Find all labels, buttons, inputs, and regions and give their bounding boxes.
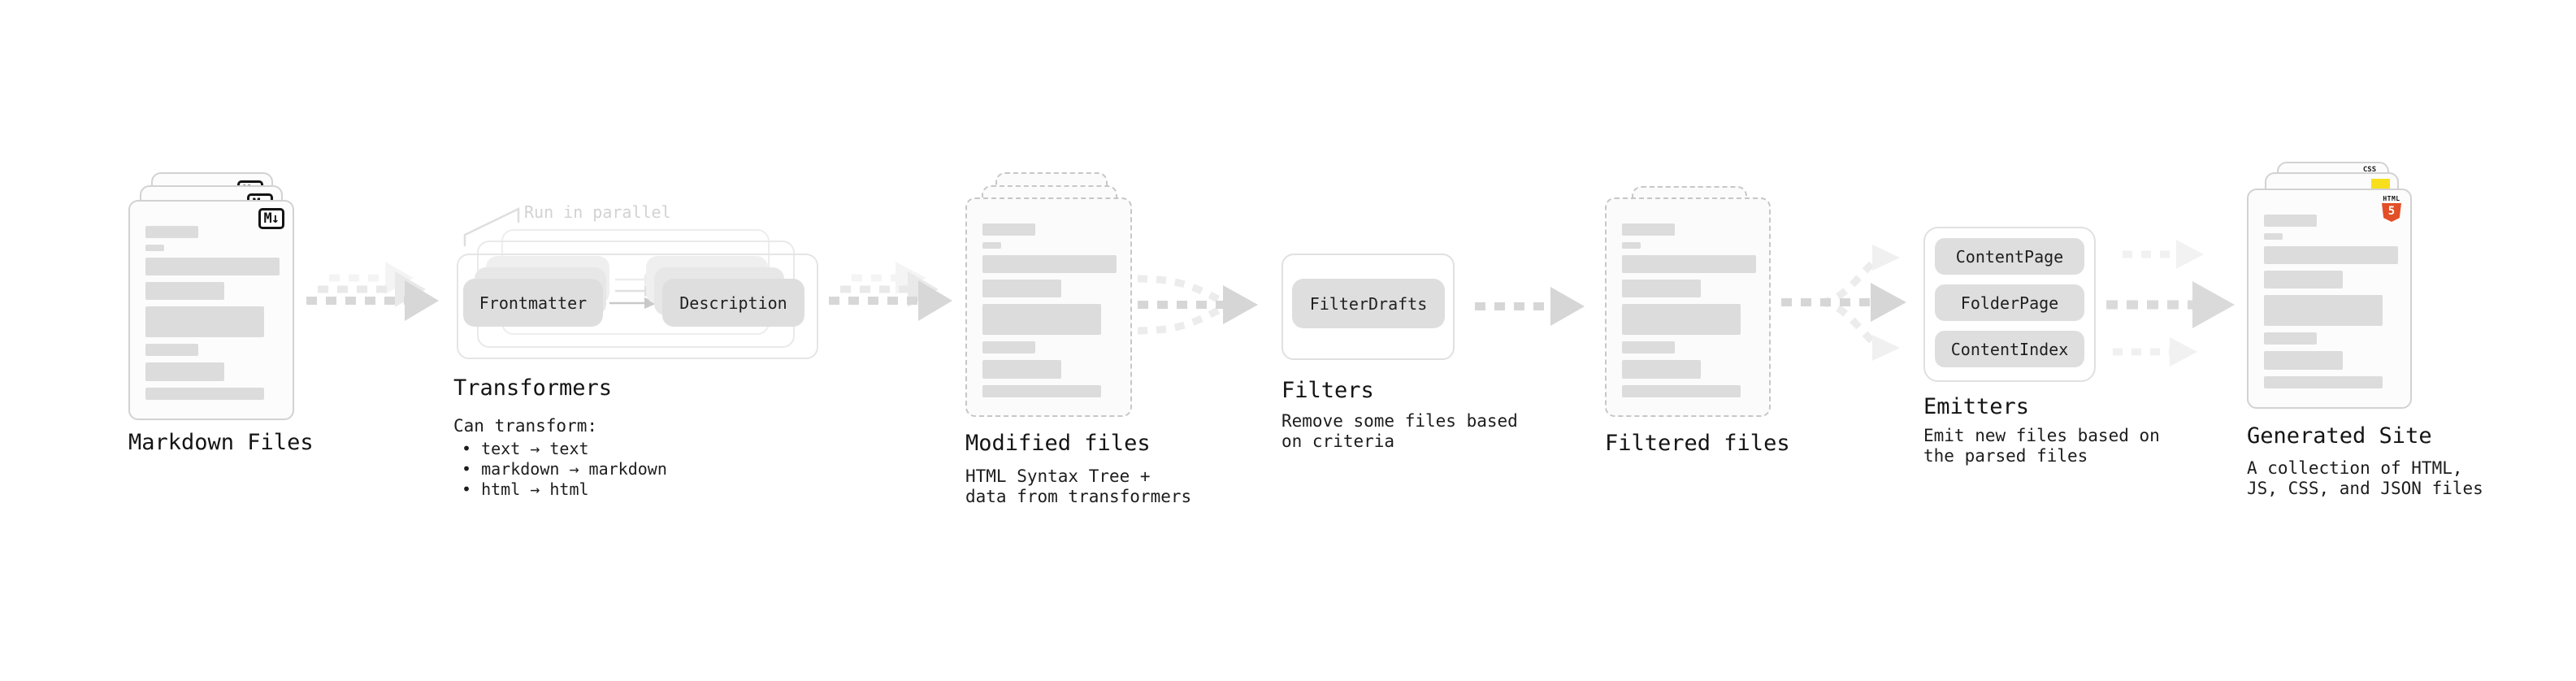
station-desc: Remove some files based [1281,411,1518,431]
placeholder-line [1622,223,1675,236]
station-desc-title: Can transform: [453,416,598,436]
placeholder-line [145,362,224,381]
pill-filterdrafts: FilterDrafts [1292,279,1445,328]
placeholder-line [2264,376,2383,388]
pill-folderpage: FolderPage [1935,284,2084,321]
arrow-modified-to-filters [1137,275,1258,335]
station-label: Markdown Files [128,430,314,455]
station-desc: JS, CSS, and JSON files [2247,479,2483,498]
placeholder-line [1622,255,1756,273]
placeholder-line [1622,385,1741,397]
placeholder-line [982,385,1101,397]
arrow-emitters-to-generated [2106,240,2235,367]
bullet-item: • markdown → markdown [462,459,667,479]
transformer-box-front [457,254,818,359]
placeholder-line [145,282,224,300]
station-label: Emitters [1923,394,2030,419]
arrow-markdown-to-transformers [306,262,439,321]
placeholder-line [982,360,1061,379]
placeholder-line [982,255,1117,273]
placeholder-line [1622,280,1701,297]
pill-description: Description [662,279,804,327]
placeholder-line [145,388,264,400]
placeholder-line [1622,341,1675,354]
file-card-html: HTML 5 [2247,189,2412,409]
station-desc: Emit new files based on [1923,426,2160,445]
station-label: Transformers [453,375,613,401]
placeholder-line [145,258,280,275]
arrow-transformers-to-modified [829,262,952,321]
emitters-box [1923,227,2096,382]
placeholder-line [145,344,198,356]
station-label: Filtered files [1605,431,1790,456]
pill-contentindex: ContentIndex [1935,331,2084,367]
filters-box [1281,254,1455,360]
arrow-filters-to-filtered [1475,287,1585,326]
placeholder-line [2264,332,2317,345]
station-desc: the parsed files [1923,446,2088,466]
placeholder-line [1622,242,1641,249]
placeholder-line [2264,271,2343,288]
placeholder-line [2264,351,2343,370]
station-label: Generated Site [2247,423,2432,449]
placeholder-line [982,280,1061,297]
placeholder-line [982,341,1035,354]
placeholder-line [145,226,198,238]
station-label: Filters [1281,378,1374,403]
station-desc: A collection of HTML, [2247,458,2463,478]
station-label: Modified files [965,431,1151,456]
run-in-parallel-leader-line [463,207,520,246]
pill-frontmatter: Frontmatter [463,279,603,327]
placeholder-line [2264,246,2398,264]
placeholder-line [982,304,1101,335]
placeholder-line [2264,233,2283,240]
station-desc: HTML Syntax Tree + [965,466,1151,486]
placeholder-line [145,245,164,251]
placeholder-line [2264,295,2383,326]
file-card-front [965,197,1132,417]
pill-contentpage: ContentPage [1935,238,2084,275]
run-in-parallel-note: Run in parallel [524,202,671,222]
bullet-item: • html → html [462,479,589,499]
bullet-item: • text → text [462,439,589,458]
station-desc: on criteria [1281,432,1395,451]
file-card-front: M↓ [128,200,294,420]
file-card-front [1605,197,1771,417]
html5-icon: HTML 5 [2381,195,2402,222]
placeholder-line [1622,304,1741,335]
markdown-icon: M↓ [258,208,284,229]
placeholder-line [982,223,1035,236]
station-desc: data from transformers [965,487,1192,506]
placeholder-line [145,306,264,337]
placeholder-line [982,242,1001,249]
placeholder-line [2264,215,2317,227]
placeholder-line [1622,360,1701,379]
arrow-filtered-to-emitters [1781,245,1906,361]
